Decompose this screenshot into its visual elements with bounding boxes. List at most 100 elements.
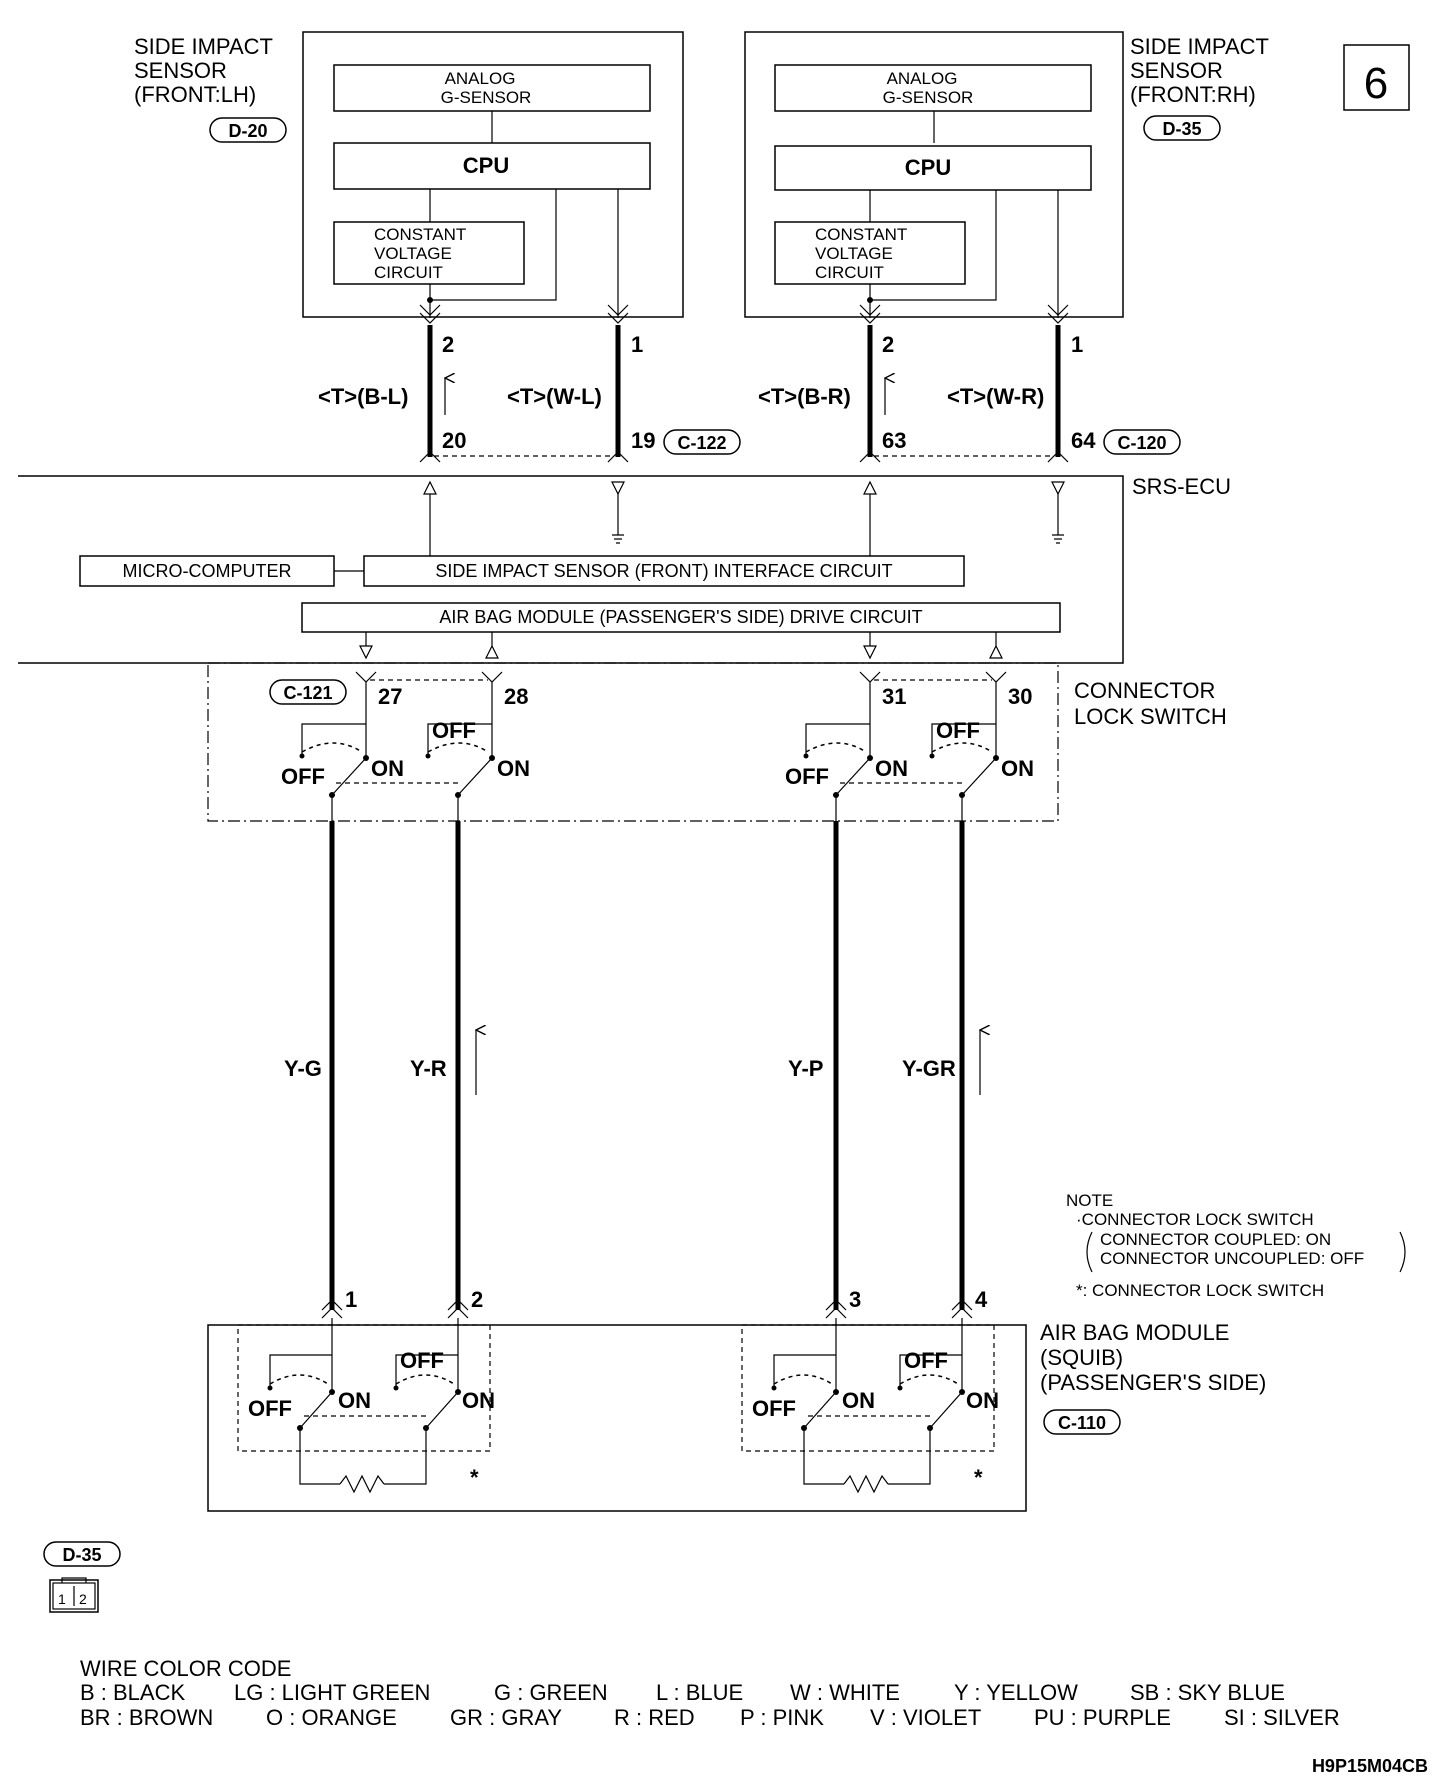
- note-line2: CONNECTOR COUPLED: ON: [1100, 1230, 1331, 1249]
- module-label-3: (PASSENGER'S SIDE): [1040, 1370, 1266, 1395]
- squib-switch-right: OFF ON OFF ON *: [741, 1318, 999, 1494]
- sensor-rh-analog-1: ANALOG: [887, 69, 958, 88]
- squib-off-3: OFF: [752, 1396, 796, 1421]
- ecu-interface: SIDE IMPACT SENSOR (FRONT) INTERFACE CIR…: [435, 561, 892, 581]
- lock-on-2: ON: [497, 756, 530, 781]
- connector-face-icon: 1 2: [49, 1577, 99, 1613]
- lock-off-2: OFF: [432, 718, 476, 743]
- note-line1: ·CONNECTOR LOCK SWITCH: [1076, 1210, 1314, 1229]
- connector-face-pin-1: 1: [58, 1591, 66, 1607]
- color-code-row1-6: SB : SKY BLUE: [1130, 1680, 1285, 1705]
- figure-number: 6: [1343, 44, 1410, 111]
- note-star: *: CONNECTOR LOCK SWITCH: [1076, 1281, 1324, 1300]
- color-code-row2-7: SI : SILVER: [1224, 1705, 1340, 1730]
- wire-y-gr: Y-GR: [902, 1056, 956, 1081]
- color-code-row2-0: BR : BROWN: [80, 1705, 213, 1730]
- ecu-drive: AIR BAG MODULE (PASSENGER'S SIDE) DRIVE …: [439, 607, 922, 627]
- sensor-rh-cv-3: CIRCUIT: [815, 263, 884, 282]
- sensor-lh-ecu-pin-b: 19: [631, 428, 655, 453]
- sensor-lh-title-3: (FRONT:LH): [134, 82, 256, 107]
- lock-pin-27: 27: [378, 684, 402, 709]
- color-code-row1-4: W : WHITE: [790, 1680, 900, 1705]
- sensor-rh-cv-1: CONSTANT: [815, 225, 907, 244]
- squib-off-1: OFF: [248, 1396, 292, 1421]
- wire-y-p: Y-P: [788, 1056, 823, 1081]
- color-code-row2-5: V : VIOLET: [870, 1705, 981, 1730]
- lock-switch-pair-right: OFF ON OFF ON: [785, 682, 1034, 830]
- color-code-title: WIRE COLOR CODE: [80, 1656, 291, 1681]
- lock-on-3: ON: [875, 756, 908, 781]
- sensor-rh-connector: D-35: [1162, 119, 1201, 139]
- sensor-lh-title-2: SENSOR: [134, 58, 227, 83]
- ecu-micro: MICRO-COMPUTER: [123, 561, 292, 581]
- sensor-rh-title-1: SIDE IMPACT: [1130, 34, 1269, 59]
- squib-on-4: ON: [966, 1388, 999, 1413]
- module-label-1: AIR BAG MODULE: [1040, 1320, 1229, 1345]
- lock-on-4: ON: [1001, 756, 1034, 781]
- module-label-2: (SQUIB): [1040, 1345, 1123, 1370]
- color-code-row2-6: PU : PURPLE: [1034, 1705, 1171, 1730]
- color-code-row1-2: G : GREEN: [494, 1680, 608, 1705]
- sensor-lh-wire-b: <T>(W-L): [507, 384, 602, 409]
- module-pin-3: 3: [849, 1287, 861, 1312]
- wire-y-g: Y-G: [284, 1056, 322, 1081]
- squib-asterisk-2: *: [974, 1465, 983, 1490]
- lock-on-1: ON: [371, 756, 404, 781]
- sensor-lh-ecu-pin-a: 20: [442, 428, 466, 453]
- sensor-rh-ecu-connector: C-120: [1117, 433, 1166, 453]
- sensor-lh-connector: D-20: [228, 121, 267, 141]
- ecu-label: SRS-ECU: [1132, 474, 1231, 499]
- sensor-lh-ecu-connector: C-122: [677, 433, 726, 453]
- squib-on-2: ON: [462, 1388, 495, 1413]
- sensor-lh-cv-2: VOLTAGE: [374, 244, 452, 263]
- air-bag-module: 1 2 3 4 OFF ON OF: [207, 1287, 1266, 1512]
- lock-label-2: LOCK SWITCH: [1074, 704, 1227, 729]
- squib-switch-left: OFF ON OFF ON *: [237, 1318, 495, 1494]
- figure-number-text: 6: [1364, 59, 1388, 108]
- color-code-row1-3: L : BLUE: [656, 1680, 743, 1705]
- module-pin-4: 4: [975, 1287, 988, 1312]
- squib-off-4: OFF: [904, 1348, 948, 1373]
- color-code-row1-5: Y : YELLOW: [954, 1680, 1078, 1705]
- sensor-rh-ecu-pin-a: 63: [882, 428, 906, 453]
- note-line3: CONNECTOR UNCOUPLED: OFF: [1100, 1249, 1364, 1268]
- lock-switch-connector: C-121: [283, 683, 332, 703]
- srs-ecu: SRS-ECU MICRO-COMPUTER SIDE IMPACT SENSO…: [18, 474, 1231, 664]
- lock-switch-pair-left: OFF ON OFF ON: [281, 682, 530, 830]
- connector-lock-switch: C-121 27 28 31 30 CONNECTOR LOCK SWITCH: [207, 662, 1227, 830]
- lock-off-4: OFF: [936, 718, 980, 743]
- squib-asterisk-1: *: [470, 1465, 479, 1490]
- sensor-rh-title-2: SENSOR: [1130, 58, 1223, 83]
- lock-pin-31: 31: [882, 684, 906, 709]
- bottom-connector: D-35 1 2: [43, 1541, 121, 1613]
- sensor-rh-cpu: CPU: [905, 155, 951, 180]
- sensor-lh-title-1: SIDE IMPACT: [134, 34, 273, 59]
- color-code-row1-0: B : BLACK: [80, 1680, 185, 1705]
- squib-off-2: OFF: [400, 1348, 444, 1373]
- sensor-lh-cv-1: CONSTANT: [374, 225, 466, 244]
- sensor-lh-pin-a: 2: [442, 332, 454, 357]
- sensor-lh-cv-3: CIRCUIT: [374, 263, 443, 282]
- lock-pin-28: 28: [504, 684, 528, 709]
- side-impact-sensor-lh: SIDE IMPACT SENSOR (FRONT:LH) D-20 ANALO…: [134, 31, 741, 463]
- sensor-rh-title-3: (FRONT:RH): [1130, 82, 1256, 107]
- module-pin-1: 1: [345, 1287, 357, 1312]
- module-wires: Y-G Y-R Y-P Y-GR: [284, 821, 980, 1310]
- sensor-rh-analog-2: G-SENSOR: [883, 88, 974, 107]
- lock-off-3: OFF: [785, 764, 829, 789]
- side-impact-sensor-rh: ANALOG G-SENSOR CPU CONSTANT VOLTAGE CIR…: [744, 31, 1269, 463]
- lock-label-1: CONNECTOR: [1074, 678, 1215, 703]
- sensor-rh-wire-a: <T>(B-R): [758, 384, 851, 409]
- drawing-code: H9P15M04CB: [1312, 1756, 1428, 1776]
- sensor-lh-analog-1: ANALOG: [445, 69, 516, 88]
- lock-pin-30: 30: [1008, 684, 1032, 709]
- sensor-lh-cpu: CPU: [463, 153, 509, 178]
- module-pin-2: 2: [471, 1287, 483, 1312]
- color-code-row2-3: R : RED: [614, 1705, 695, 1730]
- squib-on-1: ON: [338, 1388, 371, 1413]
- sensor-rh-pin-b: 1: [1071, 332, 1083, 357]
- sensor-rh-pin-a: 2: [882, 332, 894, 357]
- connector-face-pin-2: 2: [79, 1591, 87, 1607]
- color-code-row2-1: O : ORANGE: [266, 1705, 397, 1730]
